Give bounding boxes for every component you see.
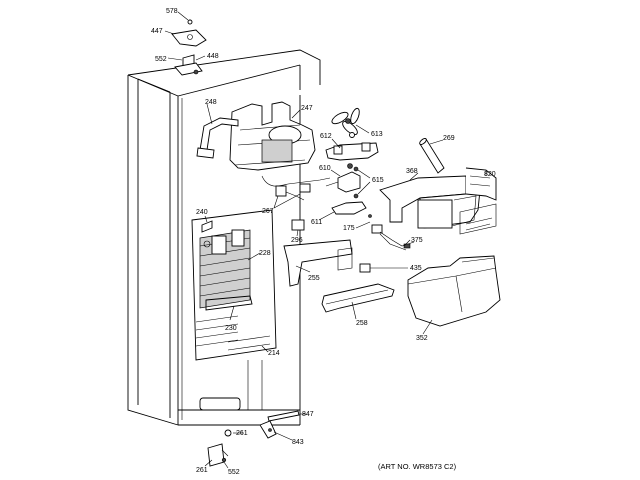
label-610: 610 <box>319 165 331 172</box>
motor-grommets <box>353 166 359 199</box>
fan-motor <box>325 163 361 193</box>
label-611: 611 <box>311 219 322 226</box>
label-247: 247 <box>301 105 313 112</box>
label-230: 230 <box>225 325 237 332</box>
label-613: 613 <box>371 131 383 138</box>
label-552-top: 552 <box>155 56 167 63</box>
evaporator-vent-grille <box>195 315 271 351</box>
label-552-bottom: 552 <box>228 469 240 476</box>
fan-blade <box>331 107 360 135</box>
label-269: 269 <box>443 135 455 142</box>
label-228: 228 <box>259 250 271 257</box>
label-261-left: 261 <box>196 467 208 474</box>
motor-bracket <box>331 201 367 215</box>
label-847: 847 <box>302 411 314 418</box>
label-261-right: 261 <box>236 430 248 437</box>
evaporator-coil <box>199 229 251 309</box>
label-255: 255 <box>308 275 320 282</box>
light-shield <box>321 283 395 313</box>
label-214: 214 <box>268 350 280 357</box>
art-number-caption: (ART NO. WR8573 C2) <box>378 462 457 471</box>
bracket-843 <box>259 420 277 439</box>
label-448: 448 <box>207 53 219 60</box>
label-447: 447 <box>151 28 163 35</box>
label-820: 820 <box>484 171 496 178</box>
drain-tube <box>196 117 239 159</box>
ice-bucket <box>407 255 501 327</box>
sensor-240 <box>201 220 213 248</box>
label-258: 258 <box>356 320 368 327</box>
top-hinge-assembly <box>171 19 207 76</box>
defrost-heater <box>205 295 253 311</box>
icemaker-assembly <box>379 167 497 235</box>
label-578: 578 <box>166 8 178 15</box>
fan-motor-housing <box>229 101 316 171</box>
label-612: 612 <box>320 133 332 140</box>
pin-847 <box>267 410 300 422</box>
label-267: 267 <box>262 208 274 215</box>
label-248: 248 <box>205 99 217 106</box>
part-number-labels: 578 447 552 448 248 247 613 612 269 610 … <box>151 8 496 476</box>
label-352: 352 <box>416 335 428 342</box>
icemaker-wire-harness <box>368 214 415 251</box>
clip-435 <box>359 263 371 273</box>
label-240: 240 <box>196 209 208 216</box>
label-368: 368 <box>406 168 418 175</box>
leader-lines <box>164 11 487 469</box>
label-375: 375 <box>411 237 423 244</box>
label-843: 843 <box>292 439 304 446</box>
icemaker-support-bracket <box>283 239 353 287</box>
fill-tube <box>419 138 445 174</box>
label-435: 435 <box>410 265 422 272</box>
label-615: 615 <box>372 177 384 184</box>
thermistor <box>291 219 305 231</box>
label-296: 296 <box>291 237 303 244</box>
label-175: 175 <box>343 225 355 232</box>
